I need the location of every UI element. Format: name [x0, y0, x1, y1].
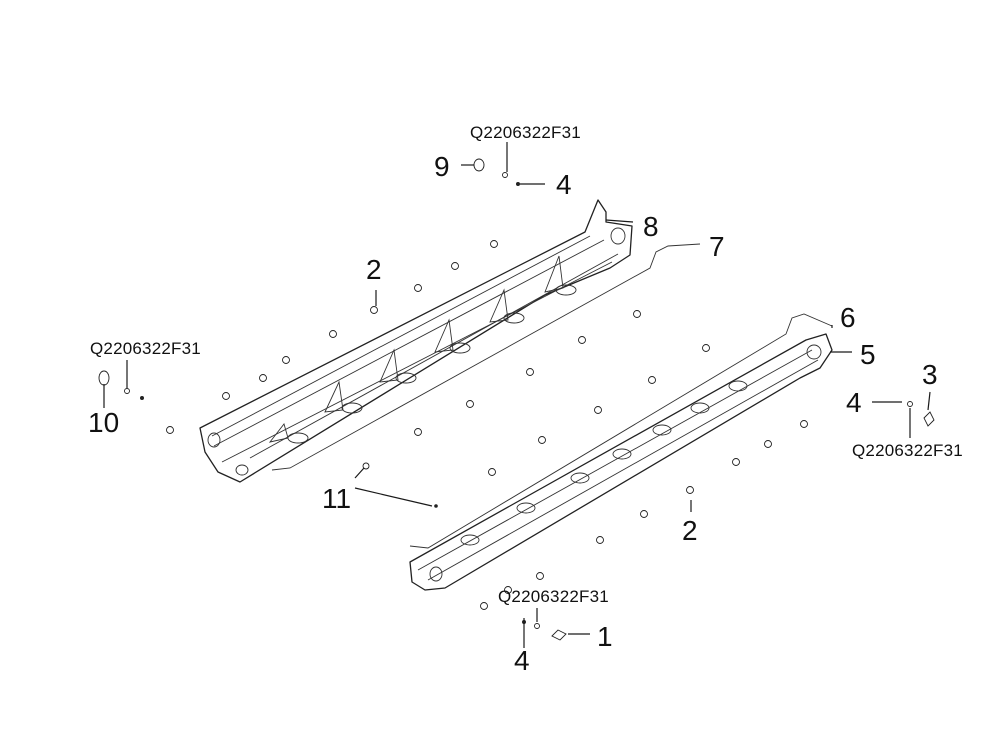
part-code-right: Q2206322F31: [852, 441, 963, 460]
callout-6: 6: [840, 302, 856, 333]
callout-4-bottom: 4: [514, 645, 530, 676]
callout-8: 8: [643, 211, 659, 242]
part-code-top: Q2206322F31: [470, 123, 581, 142]
leader-lines: [103, 142, 931, 648]
callout-5: 5: [860, 339, 876, 370]
part-code-left: Q2206322F31: [90, 339, 201, 358]
callout-10: 10: [88, 407, 119, 438]
callout-9: 9: [434, 151, 450, 182]
small-loose-parts: [98, 158, 935, 641]
seal-strip-right: [409, 313, 833, 549]
retaining-clips: [166, 240, 808, 610]
mounting-bosses: [460, 380, 748, 546]
callout-2-lower: 2: [682, 515, 698, 546]
callout-11: 11: [322, 483, 351, 514]
callout-2-upper: 2: [366, 254, 382, 285]
mounting-bosses: [268, 255, 577, 444]
side-sill-trim-right: [409, 333, 833, 591]
callout-3: 3: [922, 359, 938, 390]
callout-7: 7: [709, 231, 725, 262]
callout-4-right: 4: [846, 387, 862, 418]
part-code-bottom: Q2206322F31: [498, 587, 609, 606]
side-sill-trim-left: [199, 199, 633, 483]
seal-strip-left: [271, 243, 701, 471]
callout-4-top: 4: [556, 169, 572, 200]
callout-1: 1: [597, 621, 613, 652]
